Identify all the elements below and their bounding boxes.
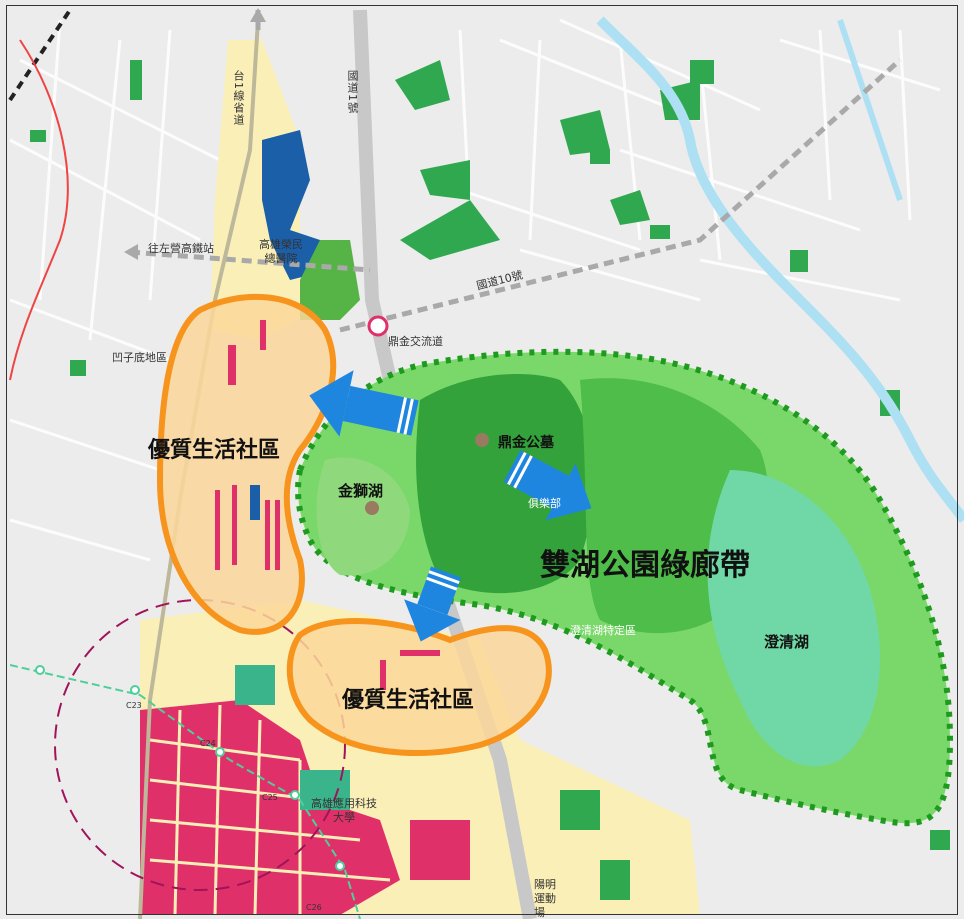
station-c23-label: C23 [126,701,142,710]
veterans-hospital-label: 高雄榮民總醫院 [259,238,303,265]
community-upper-zone [156,293,337,635]
arrow-to-lower-community [404,566,462,642]
station-c26-label: C26 [306,903,322,912]
commercial-block-east [410,820,470,880]
dingjin-interchange-label: 鼎金交流道 [388,335,443,348]
hospital-area [262,130,330,280]
jinshi-lake-label: 金獅湖 [338,482,384,500]
river-branch [837,19,903,201]
arrow-to-chengching [503,450,592,521]
station-c24-label: C24 [200,739,216,748]
mrt-red-line [9,39,69,381]
railway [8,8,72,102]
chengching-lake-water [707,470,880,767]
chengching-special-label: 澄清湖特定區 [570,624,636,637]
dingjin-cemetery-marker [475,433,489,447]
green-spaces [30,60,950,900]
corridor-title: 雙湖公園綠廊帶 [540,548,750,583]
hill-park [300,240,360,320]
highway-1-label: 國道1號 [346,70,359,114]
to-zuoying-hsr-label: 往左營高鐵站 [148,242,214,255]
aozidi-label: 凹子底地區 [112,351,167,364]
jinshi-lake-marker [365,501,379,515]
jinshi-lake-area [316,457,410,576]
hsr-arrow-head [124,244,138,260]
arrow-to-upper-community [309,370,419,437]
station-c25-label: C25 [262,793,278,802]
north-arrow-head [250,8,266,22]
highway-10 [339,58,902,333]
highway-to-hsr [129,249,371,273]
street-grid [9,18,941,562]
river [596,16,964,523]
community-upper-label: 優質生活社區 [148,438,281,463]
dingjin-cemetery-label: 鼎金公墓 [498,435,554,451]
light-rail [9,664,361,920]
corridor-inner-dark [416,374,594,594]
kuas-label: 高雄應用科技大學 [311,797,377,824]
provincial-highway-label: 台1線省道 [232,70,245,126]
commercial-grid [149,704,391,916]
community-buildings [215,320,440,690]
community-lower-label: 優質生活社區 [342,688,475,713]
chengching-lake-label: 澄清湖 [764,633,810,651]
commercial-zone [140,700,400,915]
golf-club-label: 俱樂部 [528,497,561,510]
light-rail-stations [35,665,345,871]
community-block-blue [250,485,260,520]
dingjin-interchange-node [367,315,389,337]
yangming-stadium-label: 陽明運動場 [534,878,556,919]
